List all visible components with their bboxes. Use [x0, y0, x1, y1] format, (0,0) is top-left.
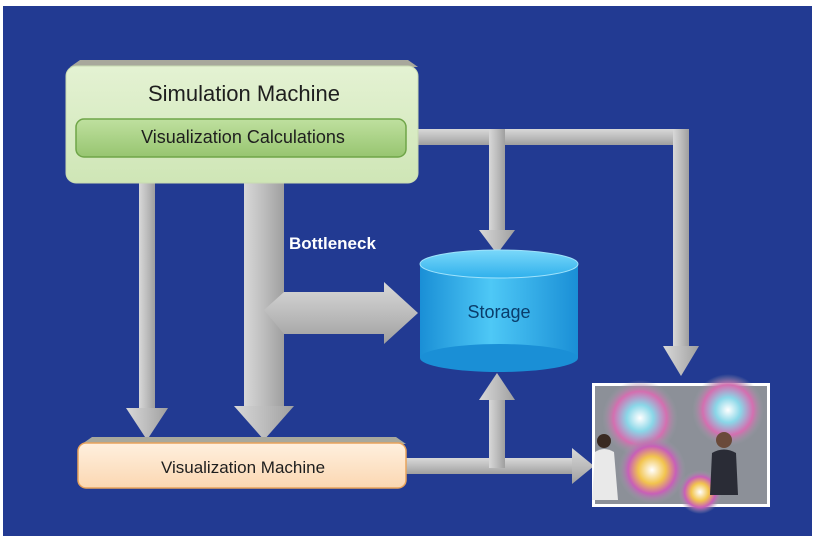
person-left: [592, 434, 618, 500]
bottleneck-label: Bottleneck: [289, 234, 376, 253]
arrow-bottleneck-to-visualization-machine: [234, 180, 294, 440]
person-right: [710, 432, 738, 495]
visualization-calculations-label: Visualization Calculations: [141, 127, 345, 147]
display-wall-photo: [592, 374, 770, 514]
arrow-bottleneck-to-storage: [264, 282, 418, 344]
visualization-calculations-box: [75, 118, 407, 158]
simulation-machine-label: Simulation Machine: [148, 81, 340, 106]
storage-cylinder: [419, 249, 579, 372]
arrows: [126, 129, 699, 484]
visualization-machine-label: Visualization Machine: [160, 458, 326, 477]
visualization-machine-box: [77, 437, 407, 489]
arrow-visualization-machine-to-storage-and-display: [405, 373, 594, 484]
arrow-calculations-to-storage-and-display: [405, 129, 699, 376]
storage-label: Storage: [467, 302, 531, 322]
arrow-simulation-to-visualization-machine: [126, 160, 168, 440]
